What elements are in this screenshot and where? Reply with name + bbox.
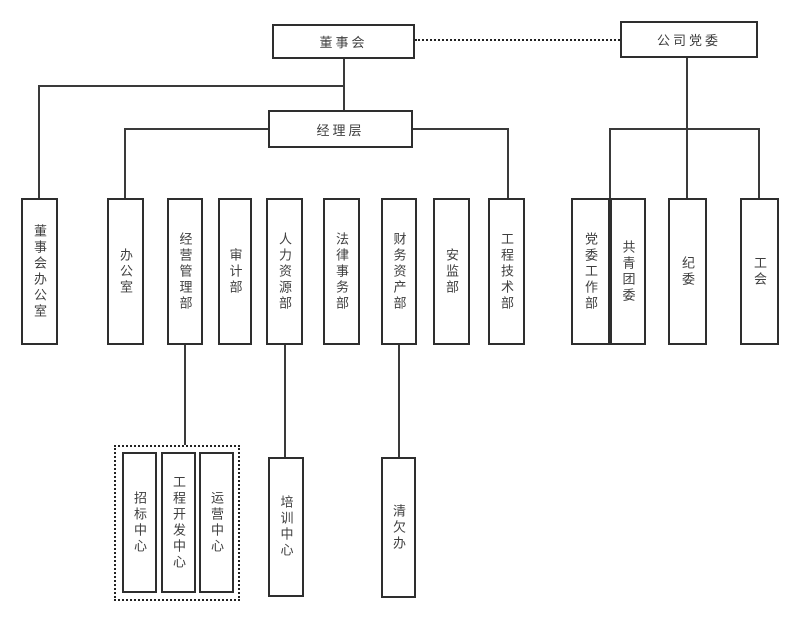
node-general-office-label: 办公室: [118, 247, 133, 296]
node-board-of-directors: 董事会: [272, 24, 415, 59]
node-youth-league-committee: 共青团委: [610, 198, 646, 345]
connector-management-office-vertical: [124, 128, 126, 198]
centers-dotted-group: [114, 445, 240, 601]
node-party-work-dept: 党委工作部: [571, 198, 610, 345]
node-company-party-committee-label: 公司党委: [656, 33, 721, 48]
node-finance-assets-dept-label: 财务资产部: [391, 231, 407, 312]
node-debt-clearing-office-label: 清欠办: [391, 503, 406, 552]
node-business-management-dept-label: 经营管理部: [177, 231, 193, 312]
node-legal-affairs-dept: 法律事务部: [323, 198, 360, 345]
node-management-layer: 经理层: [268, 110, 413, 148]
node-engineering-technology-dept: 工程技术部: [488, 198, 525, 345]
node-discipline-committee: 纪委: [668, 198, 707, 345]
node-company-party-committee: 公司党委: [620, 21, 758, 58]
node-youth-league-committee-label: 共青团委: [620, 239, 636, 304]
node-legal-affairs-dept-label: 法律事务部: [334, 231, 349, 312]
node-audit-dept: 审计部: [218, 198, 252, 345]
connector-hr-training: [284, 345, 286, 457]
node-human-resources-dept-label: 人力资源部: [277, 231, 292, 312]
node-labor-union-label: 工会: [752, 255, 767, 288]
connector-board-boardoffice-vertical: [38, 85, 40, 198]
node-safety-supervision-dept: 安监部: [433, 198, 470, 345]
node-safety-supervision-dept-label: 安监部: [444, 247, 459, 296]
node-board-office: 董事会办公室: [21, 198, 58, 345]
node-training-center: 培训中心: [268, 457, 304, 597]
node-operations-center-label: 运营中心: [209, 490, 224, 555]
node-general-office: 办公室: [107, 198, 144, 345]
connector-board-management: [343, 59, 345, 110]
connector-management-engineering-vertical: [507, 128, 509, 198]
node-engineering-development-center: 工程开发中心: [161, 452, 196, 593]
connector-board-boardoffice-horizontal: [38, 85, 345, 87]
node-board-office-label: 董事会办公室: [32, 223, 47, 320]
node-training-center-label: 培训中心: [278, 495, 294, 559]
node-operations-center: 运营中心: [199, 452, 234, 593]
node-bidding-center-label: 招标中心: [132, 490, 147, 555]
connector-finance-debtoffice: [398, 345, 400, 457]
connector-party-laborunion-vertical: [758, 128, 760, 198]
connector-party-children-horizontal: [609, 128, 760, 130]
node-engineering-technology-dept-label: 工程技术部: [499, 231, 514, 312]
node-debt-clearing-office: 清欠办: [381, 457, 416, 598]
node-labor-union: 工会: [740, 198, 779, 345]
connector-businessmgmt-centers: [184, 345, 186, 445]
node-management-layer-label: 经理层: [316, 122, 365, 138]
node-engineering-development-center-label: 工程开发中心: [171, 474, 186, 571]
node-finance-assets-dept: 财务资产部: [381, 198, 417, 345]
node-human-resources-dept: 人力资源部: [266, 198, 303, 345]
node-party-work-dept-label: 党委工作部: [583, 231, 598, 312]
node-discipline-committee-label: 纪委: [680, 255, 695, 288]
node-business-management-dept: 经营管理部: [167, 198, 203, 345]
connector-management-engineering-horizontal: [411, 128, 508, 130]
connector-board-party-dotted: [415, 39, 620, 41]
node-audit-dept-label: 审计部: [227, 247, 243, 296]
node-bidding-center: 招标中心: [122, 452, 157, 593]
node-board-of-directors-label: 董事会: [319, 35, 368, 50]
connector-party-partywork-vertical: [609, 128, 611, 198]
connector-management-office-horizontal: [124, 128, 268, 130]
